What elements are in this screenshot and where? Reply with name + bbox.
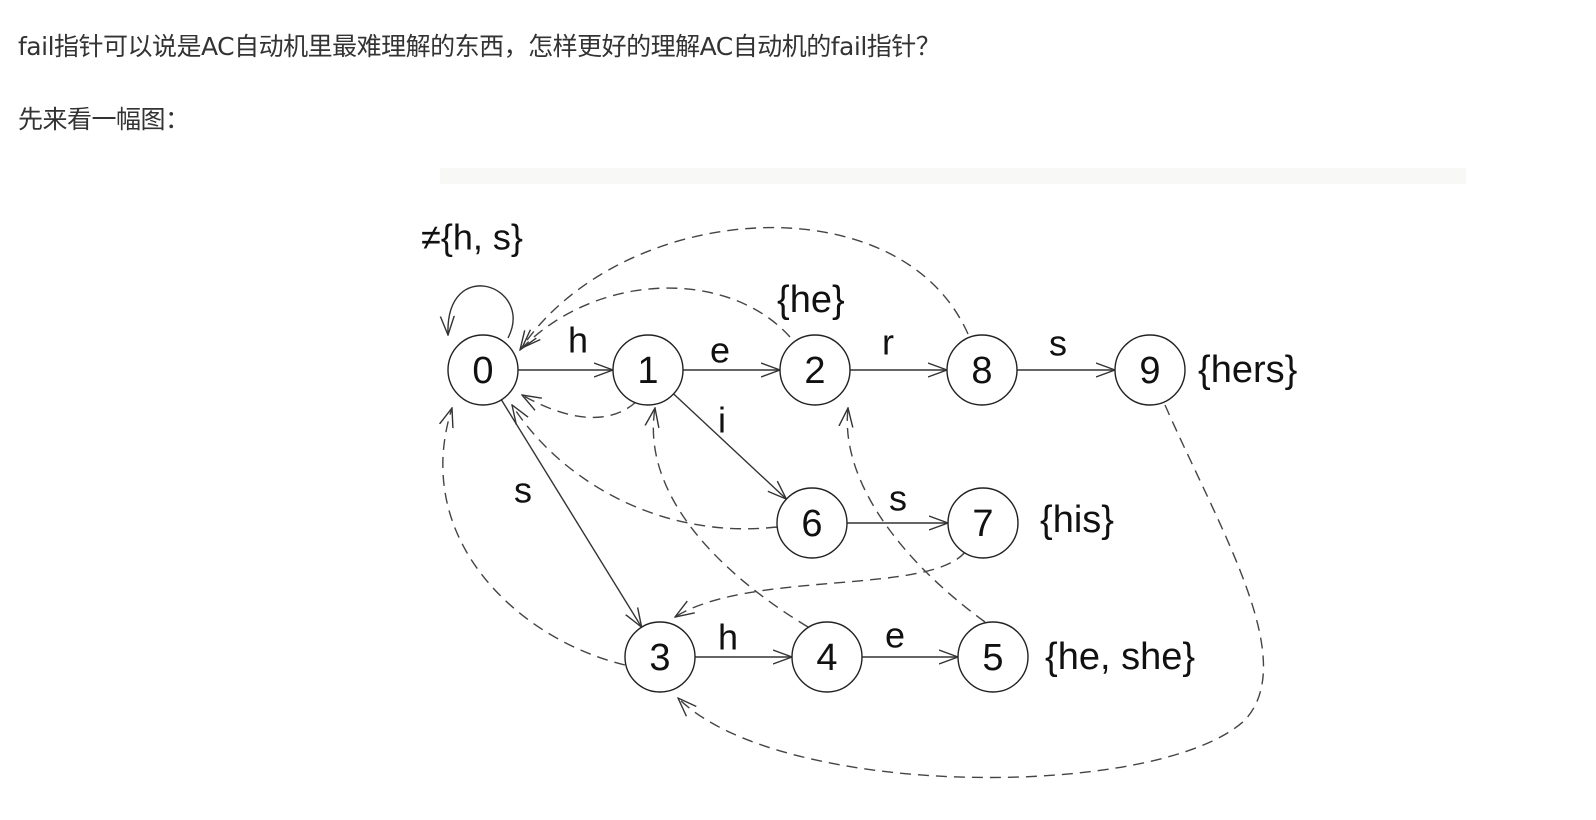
edge-label-8-9: s: [1049, 323, 1067, 364]
state-circle: [957, 621, 1029, 693]
state-node-7: 7: [947, 487, 1019, 559]
output-label-2: {he}: [777, 279, 845, 321]
state-circle: [791, 621, 863, 693]
state-label: 0: [472, 350, 493, 392]
output-label-7: {his}: [1040, 499, 1114, 541]
state-circle: [947, 487, 1019, 559]
root-self-loop: [448, 285, 514, 339]
edge-label-0-1: h: [568, 320, 588, 361]
goto-edge-0-3: [500, 399, 641, 627]
state-node-6: 6: [776, 487, 848, 559]
goto-edge-1-6: [673, 393, 787, 499]
state-node-0: 0: [447, 334, 519, 406]
state-label: 4: [816, 637, 837, 679]
state-label: 3: [649, 637, 670, 679]
fail-edge-5-2: [847, 408, 986, 623]
state-label: 2: [804, 350, 825, 392]
image-top-band: [440, 168, 1466, 184]
fail-edge-9-3: [678, 404, 1265, 779]
state-node-9: 9: [1114, 334, 1186, 406]
state-node-3: 3: [624, 621, 696, 693]
state-circle: [776, 487, 848, 559]
output-label-9: {hers}: [1198, 349, 1297, 391]
state-label: 7: [972, 503, 993, 545]
root-loop-label: ≠{h, s}: [421, 217, 523, 258]
edge-label-3-4: h: [718, 617, 738, 658]
edge-label-6-7: s: [889, 478, 907, 519]
fail-edge-1-0: [522, 395, 637, 419]
edge-label-4-5: e: [885, 615, 905, 656]
state-circle: [779, 334, 851, 406]
edge-label-0-3: s: [514, 470, 532, 511]
state-circle: [946, 334, 1018, 406]
fail-edge-7-3: [675, 551, 966, 617]
state-label: 6: [801, 503, 822, 545]
state-node-1: 1: [612, 334, 684, 406]
figure-intro-paragraph: 先来看一幅图：: [18, 105, 190, 134]
fail-edge-8-0: [520, 226, 969, 350]
edge-label-2-8: r: [882, 322, 894, 363]
edge-label-1-6: i: [718, 400, 726, 441]
state-node-4: 4: [791, 621, 863, 693]
fail-edge-2-0: [522, 287, 791, 348]
state-node-2: 2: [779, 334, 851, 406]
state-node-8: 8: [946, 334, 1018, 406]
fail-edge-6-0: [512, 405, 778, 530]
state-label: 9: [1139, 350, 1160, 392]
edge-label-1-2: e: [710, 330, 730, 371]
fail-edge-4-1: [653, 408, 809, 628]
output-label-5: {he, she}: [1045, 636, 1195, 678]
state-circle: [1114, 334, 1186, 406]
state-label: 1: [637, 350, 658, 392]
state-label: 5: [982, 637, 1003, 679]
intro-paragraph: fail指针可以说是AC自动机里最难理解的东西，怎样更好的理解AC自动机的fai…: [18, 32, 941, 61]
state-circle: [447, 334, 519, 406]
state-node-5: 5: [957, 621, 1029, 693]
state-circle: [624, 621, 696, 693]
fail-edge-3-0: [443, 408, 626, 666]
state-label: 8: [971, 350, 992, 392]
state-circle: [612, 334, 684, 406]
